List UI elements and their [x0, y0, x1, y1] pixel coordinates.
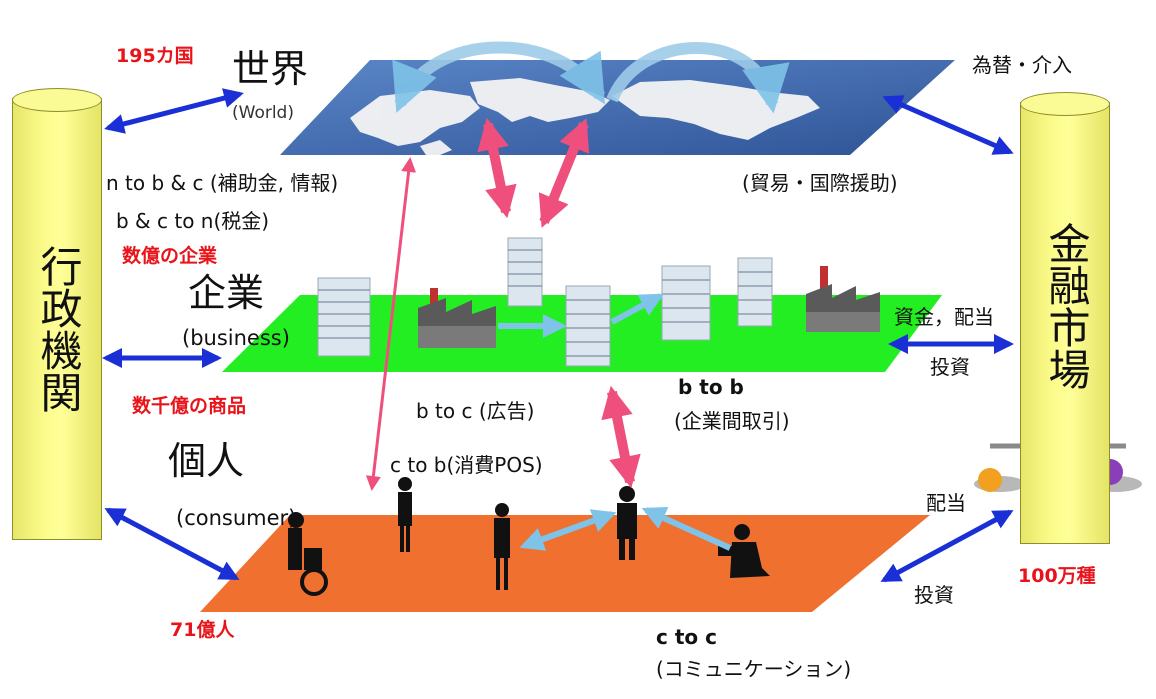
- admin-pillar: 行政機関: [12, 88, 102, 540]
- cc-link-1: [519, 509, 617, 551]
- office-tower-1: [317, 277, 371, 357]
- flow-b-to-b-sub: (企業間取引): [674, 409, 790, 433]
- flow-c-to-c-sub: (コミュニケーション): [656, 657, 852, 681]
- market-pillar: 金融市場: [1020, 92, 1110, 544]
- business-invest-label: 投資: [930, 355, 970, 379]
- admin-pillar-label: 行政機関: [34, 245, 83, 413]
- office-tower-4: [661, 265, 711, 341]
- world-business-arrow-1: [477, 117, 517, 219]
- cc-link-2: [641, 506, 732, 551]
- world-title: 世界: [232, 47, 309, 91]
- flow-c-to-b: c to b(消費POS): [390, 453, 543, 477]
- world-business-arrow-2: [538, 118, 590, 228]
- office-tower-2: [507, 237, 543, 307]
- consumer-subtitle: (consumer): [176, 506, 297, 530]
- consumer-title: 個人: [168, 439, 245, 483]
- flow-c-to-c-title: c to c: [656, 625, 717, 649]
- instruments-count: 100万種: [1018, 565, 1096, 587]
- business-consumer-arrow: [601, 385, 641, 489]
- consumer-dividend-label: 配当: [926, 491, 966, 515]
- market-pillar-cap: [1020, 92, 1110, 116]
- building-link-2: [610, 293, 665, 325]
- world-curve-arrow-right: [606, 42, 790, 114]
- office-tower-3: [565, 285, 611, 367]
- world-curve-arrow-left: [392, 41, 606, 113]
- office-tower-5: [737, 257, 773, 327]
- business-subtitle: (business): [182, 326, 290, 350]
- world-market-arrow: [882, 95, 1014, 155]
- flow-b-to-b-title: b to b: [678, 375, 744, 399]
- person-wheelchair: [288, 512, 328, 596]
- flow-n-to-bc: n to b & c (補助金, 情報): [106, 171, 339, 195]
- fund-dividend-label: 資金，配当: [894, 305, 994, 329]
- countries-count: 195カ国: [116, 45, 194, 67]
- person-sitting-reading: [718, 524, 770, 578]
- business-title: 企業: [188, 271, 265, 315]
- trade-aid-label: (貿易・国際援助): [742, 171, 898, 195]
- admin-consumer-arrow: [104, 507, 240, 581]
- consumer-plane: [200, 515, 930, 612]
- flow-b-to-c: b to c (広告): [416, 399, 535, 423]
- goods-count: 数千億の商品: [132, 395, 247, 417]
- admin-pillar-cap: [12, 88, 102, 112]
- exchange-intervention-label: 為替・介入: [972, 53, 1072, 77]
- person-walking-2: [494, 503, 510, 590]
- world-consumer-arrow: [365, 157, 417, 491]
- consumer-market-arrow: [880, 509, 1014, 583]
- person-standing: [617, 486, 637, 560]
- factory-2: [806, 266, 880, 332]
- population-count: 71億人: [170, 619, 235, 641]
- flow-bc-to-n: b & c to n(税金): [116, 209, 270, 233]
- world-subtitle: (World): [232, 103, 294, 123]
- admin-world-arrow: [104, 88, 244, 134]
- business-count: 数億の企業: [122, 245, 218, 267]
- factory-1: [418, 288, 496, 348]
- market-pillar-label: 金融市場: [1042, 222, 1091, 390]
- consumer-invest-label: 投資: [914, 583, 954, 607]
